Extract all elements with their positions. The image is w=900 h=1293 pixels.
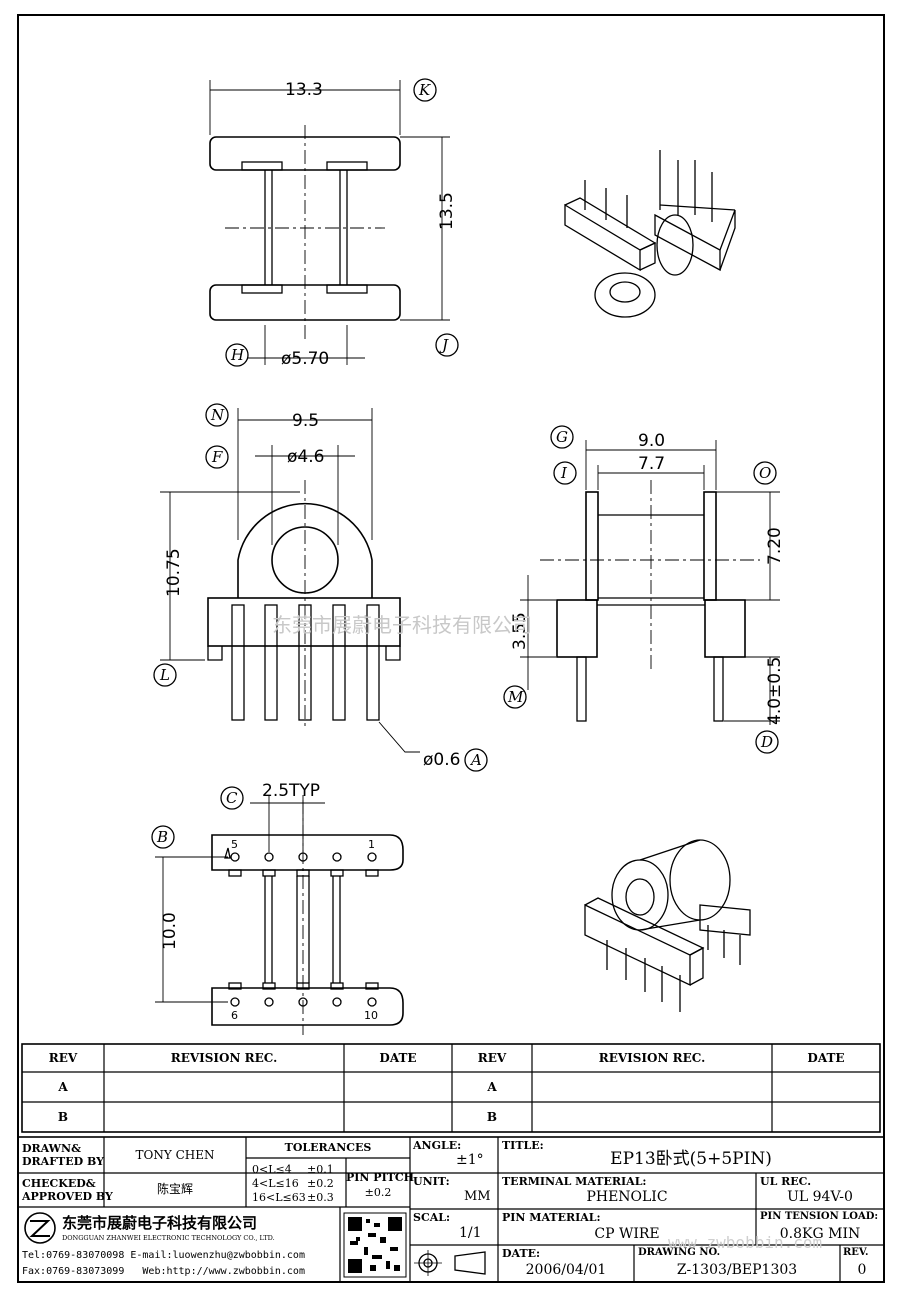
rev-row-b-right: B bbox=[486, 1110, 498, 1124]
callout-i: I bbox=[560, 464, 568, 482]
title-block-grid bbox=[17, 1136, 885, 1283]
angle-value: ±1° bbox=[456, 1152, 484, 1168]
view-iso-bottom bbox=[584, 839, 751, 1012]
dim-bore-front: ø5.70 bbox=[281, 349, 329, 369]
company-name-cn: 东莞市展蔚电子科技有限公司 bbox=[62, 1214, 258, 1232]
tol-value-3: ±0.3 bbox=[307, 1191, 334, 1204]
dim-height-right: 7.20 bbox=[765, 527, 785, 565]
callout-o: O bbox=[759, 464, 771, 482]
revision-rec-header-2: REVISION REC. bbox=[598, 1051, 706, 1065]
view-iso-top bbox=[564, 150, 736, 318]
callout-n: N bbox=[210, 406, 225, 424]
company-name-en: DONGGUAN ZHANWEI ELECTRONIC TECHNOLOGY C… bbox=[62, 1234, 275, 1242]
dim-pitch: 2.5TYP bbox=[262, 781, 320, 801]
dim-inner-right: 7.7 bbox=[638, 454, 665, 474]
pin-pitch-label: PIN PITCH bbox=[346, 1171, 415, 1184]
callout-j: J bbox=[439, 336, 449, 354]
tol-range-1: 0<L≤4 bbox=[252, 1163, 292, 1176]
view-side-left bbox=[153, 403, 488, 772]
company-logo bbox=[24, 1212, 56, 1244]
callout-k: K bbox=[418, 81, 431, 99]
rev-row-b-left: B bbox=[57, 1110, 69, 1124]
callout-d: D bbox=[760, 733, 773, 751]
tol-range-2: 4<L≤16 bbox=[252, 1177, 299, 1190]
revision-rec-header-1: REVISION REC. bbox=[170, 1051, 278, 1065]
tol-range-3: 16<L≤63 bbox=[252, 1191, 306, 1204]
callout-g: G bbox=[556, 428, 568, 446]
pin-material-label: PIN MATERIAL: bbox=[502, 1211, 601, 1224]
qr-code bbox=[343, 1212, 407, 1278]
scale-label: SCAL: bbox=[413, 1211, 451, 1224]
watermark-company: 东莞市展蔚电子科技有限公司 bbox=[272, 613, 532, 637]
rev-header-1: REV bbox=[48, 1051, 78, 1065]
rev-header-2: REV bbox=[477, 1051, 507, 1065]
title-value: EP13卧式(5+5PIN) bbox=[610, 1149, 772, 1169]
drawing-no-value: Z-1303/BEP1303 bbox=[676, 1262, 798, 1278]
angle-label: ANGLE: bbox=[413, 1139, 462, 1152]
drawing-no-label: DRAWING NO. bbox=[638, 1247, 721, 1258]
dim-outer-right: 9.0 bbox=[638, 431, 665, 451]
dim-pin-dia: ø0.6 bbox=[423, 750, 460, 770]
view-bottom bbox=[151, 786, 404, 1035]
terminal-material-label: TERMINAL MATERIAL: bbox=[502, 1175, 647, 1188]
pin-number-6: 6 bbox=[231, 1009, 238, 1022]
date-value: 2006/04/01 bbox=[525, 1262, 607, 1278]
rev-row-a-right: A bbox=[487, 1080, 497, 1094]
drawn-label: DRAWN& DRAFTED BY bbox=[22, 1142, 104, 1168]
callout-m: M bbox=[507, 688, 524, 706]
revision-table-grid bbox=[21, 1043, 881, 1133]
callout-f: F bbox=[211, 448, 223, 466]
terminal-material-value: PHENOLIC bbox=[586, 1189, 668, 1205]
dim-base-right: 3.55 bbox=[510, 612, 530, 650]
pin-number-10: 10 bbox=[364, 1009, 378, 1022]
view-side-right bbox=[503, 425, 780, 754]
rev-value: 0 bbox=[857, 1262, 867, 1278]
dim-height-side: 10.75 bbox=[164, 548, 184, 597]
unit-label: UNIT: bbox=[413, 1175, 450, 1188]
callout-l: L bbox=[159, 666, 170, 684]
pin-pitch-value: ±0.2 bbox=[364, 1186, 392, 1199]
date-label: DATE: bbox=[502, 1247, 541, 1260]
date-header-2: DATE bbox=[807, 1051, 845, 1065]
contact-line-1: Tel:0769-83070098 E-mail:luowenzhu@zwbob… bbox=[22, 1250, 305, 1261]
unit-value: MM bbox=[464, 1189, 491, 1204]
rev-row-a-left: A bbox=[58, 1080, 68, 1094]
projection-symbol bbox=[414, 1250, 486, 1276]
tol-value-2: ±0.2 bbox=[307, 1177, 334, 1190]
checked-label: CHECKED& APPROVED BY bbox=[22, 1177, 113, 1203]
watermark-url: www.zwbobbin.com bbox=[668, 1233, 822, 1252]
tolerances-label: TOLERANCES bbox=[284, 1141, 372, 1154]
pin-number-5: 5 bbox=[231, 838, 238, 851]
dim-height-front: 13.5 bbox=[437, 192, 457, 230]
callout-b: B bbox=[156, 828, 168, 846]
dim-bore-side: ø4.6 bbox=[287, 447, 324, 467]
scale-value: 1/1 bbox=[459, 1225, 482, 1241]
contact-line-2: Fax:0769-83073099 Web:http://www.zwbobbi… bbox=[22, 1266, 305, 1277]
callout-h: H bbox=[230, 346, 245, 364]
pin-tension-label: PIN TENSION LOAD: bbox=[760, 1211, 879, 1222]
dim-pin-len: 4.0±0.5 bbox=[765, 657, 785, 725]
pin-tension-value: 0.8KG MIN bbox=[779, 1226, 861, 1242]
drawn-value: TONY CHEN bbox=[135, 1148, 215, 1162]
checked-value: 陈宝辉 bbox=[156, 1182, 193, 1196]
dim-span: 10.0 bbox=[160, 912, 180, 950]
view-front bbox=[209, 78, 459, 367]
pin-number-1: 1 bbox=[368, 838, 375, 851]
tol-value-1: ±0.1 bbox=[307, 1163, 334, 1176]
callout-a: A bbox=[469, 751, 482, 769]
pin-material-value: CP WIRE bbox=[594, 1226, 660, 1242]
title-label: TITLE: bbox=[502, 1139, 544, 1152]
ul-rec-label: UL REC. bbox=[760, 1175, 812, 1188]
callout-c: C bbox=[226, 789, 238, 807]
ul-rec-value: UL 94V-0 bbox=[787, 1189, 853, 1205]
rev-label: REV. bbox=[843, 1247, 869, 1258]
dim-width-side: 9.5 bbox=[292, 411, 319, 431]
date-header-1: DATE bbox=[379, 1051, 417, 1065]
dim-width-front: 13.3 bbox=[285, 80, 323, 100]
